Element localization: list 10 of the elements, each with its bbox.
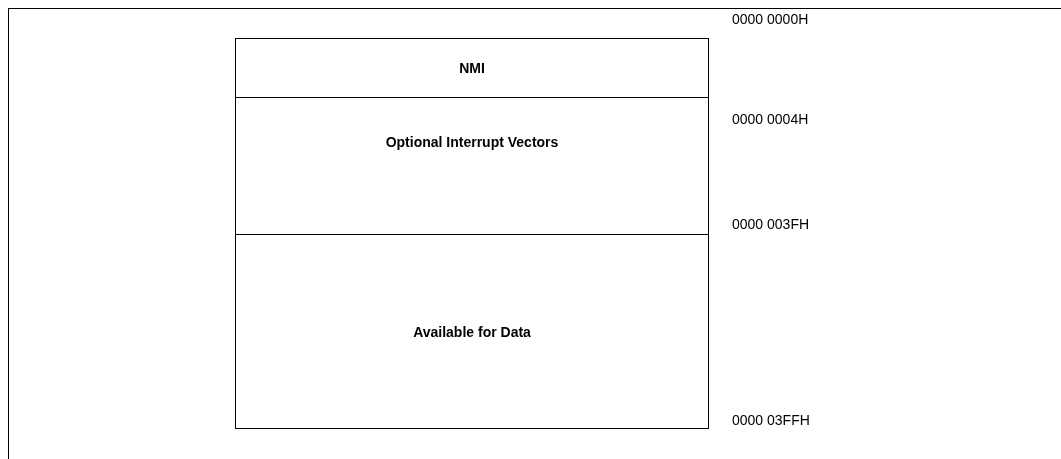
segment-label: NMI: [459, 60, 485, 76]
address-label: 0000 03FFH: [732, 412, 810, 428]
memory-segment: [235, 234, 709, 429]
address-label: 0000 003FH: [732, 216, 810, 232]
segment-label: Available for Data: [413, 323, 531, 340]
address-label: 0000 0000H: [732, 11, 809, 27]
memory-segment: [235, 96, 709, 236]
segment-label: Optional Interrupt Vectors: [385, 134, 559, 150]
address-label: 0000 0004H: [732, 111, 809, 127]
memory-segment: [235, 38, 709, 98]
